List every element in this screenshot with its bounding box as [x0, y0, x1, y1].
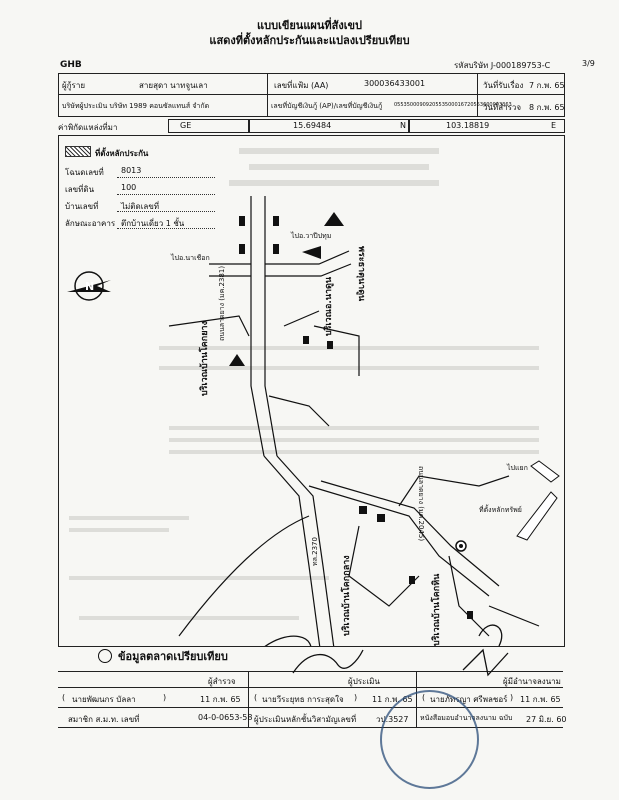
- member-no: 04-0-0653-58: [198, 713, 253, 722]
- map-label-phra-that: พระธาตุนาดูน: [356, 246, 366, 302]
- map-label-ban-khok3: บริเวณบ้านโคกหิน: [430, 573, 442, 646]
- coordinate-row: ค่าพิกัดแหล่งที่มา GE 15.69484 N 103.188…: [58, 119, 565, 133]
- appraiser-role: ผู้ประเมินหลักชั้นวิสามัญเลขที่: [254, 715, 357, 724]
- sketch-map: N: [67, 148, 560, 657]
- legend-row: เลขที่ดิน 100: [65, 180, 215, 197]
- account-label: เลขที่แฟ้ม (AA): [274, 81, 329, 90]
- svg-text:N: N: [85, 280, 94, 293]
- hatch-pattern-icon: [65, 146, 91, 157]
- arrow-icon: [302, 246, 560, 541]
- map-label-collateral: ที่ตั้งหลักทรัพย์: [479, 503, 522, 514]
- collateral-marker-icon: [455, 540, 467, 552]
- roads: [168, 196, 540, 657]
- surveyor-name: นายพัฒนกร บัลลา: [72, 695, 136, 704]
- signature-icon: [462, 648, 509, 677]
- date-received-label: วันที่รับเรื่อง: [483, 81, 524, 90]
- longitude: 103.18819: [446, 121, 490, 130]
- coord-label: ค่าพิกัดแหล่งที่มา: [58, 123, 118, 132]
- company-ref: รหัสบริษัท J-000189753-C: [454, 61, 551, 70]
- ghb-label: GHB: [60, 60, 82, 70]
- info-box: ผู้กู้ราย สายสุดา นาทจูนเลา เลขที่แฟ้ม (…: [58, 73, 565, 117]
- appraiser-label: ผู้ประเมิน: [348, 677, 380, 686]
- appraiser-name: นายวีระยุทธ การะสุดใจ: [262, 695, 344, 704]
- signature-icon: [292, 649, 364, 674]
- handwritten-mark: [258, 624, 503, 657]
- appraiser-date: 11 ก.พ. 65: [372, 695, 413, 704]
- approver-name: นายภัทรญา ศรีพลชอร์: [430, 695, 508, 704]
- legend-row: บ้านเลขที่ ไม่ติดเลขที่: [65, 197, 215, 214]
- approver-issue: 27 มิ.ย. 60: [526, 715, 567, 724]
- account-no: 300036433001: [364, 79, 426, 88]
- page-number: 3/9: [582, 59, 595, 68]
- map-label-na-tao: บริเวณอ.นาดูน: [323, 276, 334, 336]
- map-label-nachueak: ไปอ.นาเชือก: [170, 253, 210, 262]
- company-stamp-icon: [380, 690, 479, 789]
- bank-account-no: 0553500090920553500016720553600003363: [394, 102, 512, 108]
- map-label-road-2370: ทล.2370: [311, 537, 319, 566]
- background-text: [69, 148, 539, 620]
- document-subtitle: แสดงที่ตั้งหลักประกันและแปลงเปรียบเทียบ: [209, 34, 410, 47]
- legend: ที่ตั้งหลักประกัน โฉนดเลขที่ 8013 เลขที่…: [65, 146, 215, 231]
- applicant-label: ผู้กู้ราย: [62, 81, 86, 90]
- longitude-dir: E: [551, 121, 557, 130]
- approver-label: ผู้มีอำนาจลงนาม: [503, 677, 561, 686]
- map-label-ban-khok: บริเวณบ้านโคกยาง: [198, 321, 210, 396]
- date-survey-label: วันที่สำรวจ: [483, 103, 522, 112]
- landmark-icons: [229, 212, 473, 619]
- approver-date: 11 ก.พ. 65: [520, 695, 561, 704]
- legend-row: ลักษณะอาคาร ตึกบ้านเดี่ยว 1 ชั้น: [65, 214, 215, 231]
- surveyor-label: ผู้สำรวจ: [208, 677, 236, 686]
- company-label: บริษัทผู้ประเมิน บริษัท 1989 คอนซัลแทนส์…: [62, 102, 210, 110]
- comparison-section: ข้อมูลตลาดเปรียบเทียบ ผู้สำรวจ ผู้ประเมิ…: [58, 645, 567, 755]
- radio-circle-icon: [98, 649, 112, 663]
- applicant-name: สายสุดา นาทจูนเลา: [139, 81, 208, 90]
- map-label-to-sai: ไปแยก: [506, 463, 528, 472]
- map-label-rural-road: ถนนลาดยาง (มค.2381): [218, 266, 226, 341]
- document-title: แบบเขียนแผนที่สังเขป: [257, 19, 362, 32]
- north-arrow-icon: N: [67, 271, 111, 301]
- legend-row: โฉนดเลขที่ 8013: [65, 163, 215, 180]
- bank-account-label: เลขที่บัญชีเงินกู้ (AP)/เลขที่บัญชีเงินก…: [271, 102, 383, 110]
- surveyor-date: 11 ก.พ. 65: [200, 695, 241, 704]
- map-frame: N: [58, 135, 565, 657]
- map-label-to-hospital: ไปอ.วาปีปทุม: [290, 231, 331, 240]
- date-received: 7 ก.พ. 65: [529, 81, 565, 90]
- legend-heading: ที่ตั้งหลักประกัน: [95, 149, 149, 158]
- date-survey: 8 ก.พ. 65: [529, 103, 565, 112]
- comparison-heading: ข้อมูลตลาดเปรียบเทียบ: [118, 650, 228, 663]
- map-label-road-2045: ถนนลาดยาง (มค.2045): [417, 466, 425, 541]
- latitude: 15.69484: [293, 121, 332, 130]
- latitude-dir: N: [400, 121, 406, 130]
- member-label: สมาชิก ส.ม.ท. เลขที่: [68, 715, 140, 724]
- coord-system: GE: [180, 121, 192, 130]
- map-label-ban-khok2: บริเวณบ้านโคกกลาง: [340, 555, 352, 636]
